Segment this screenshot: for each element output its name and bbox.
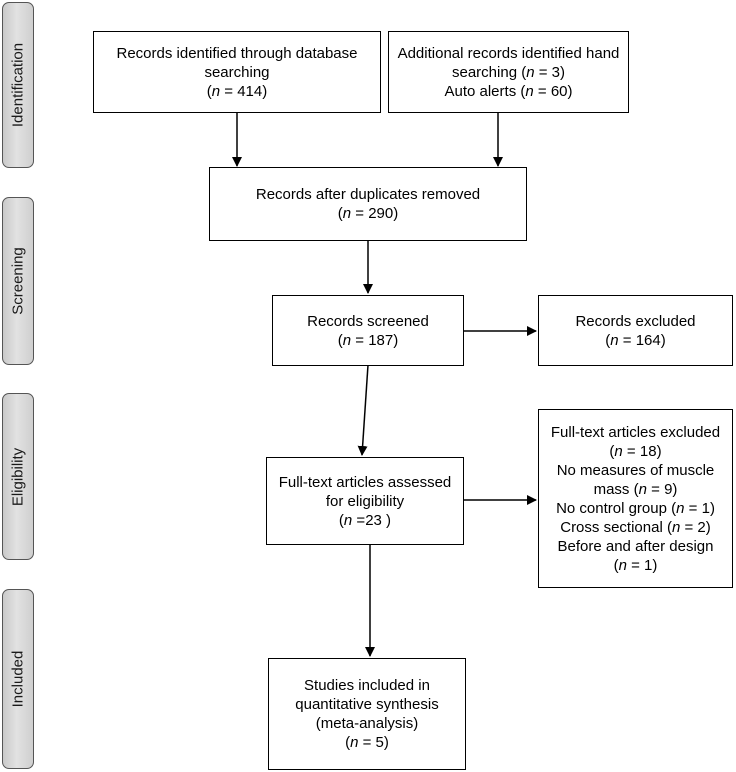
box-studies-included: Studies included in quantitative synthes…: [268, 658, 466, 770]
stage-included: Included: [2, 589, 34, 769]
box-additional-records: Additional records identified hand searc…: [388, 31, 629, 113]
box-duplicates-removed: Records after duplicates removed (n = 29…: [209, 167, 527, 241]
box-fulltext-assessed: Full-text articles assessed for eligibil…: [266, 457, 464, 545]
stage-eligibility: Eligibility: [2, 393, 34, 560]
box-fulltext-excluded: Full-text articles excluded (n = 18) No …: [538, 409, 733, 588]
stage-identification: Identification: [2, 2, 34, 168]
stage-screening: Screening: [2, 197, 34, 365]
box-records-screened: Records screened (n = 187): [272, 295, 464, 366]
arrow-screened-to-fulltext: [357, 364, 369, 456]
box-records-excluded: Records excluded (n = 164): [538, 295, 733, 366]
box-database-search: Records identified through database sear…: [93, 31, 381, 113]
